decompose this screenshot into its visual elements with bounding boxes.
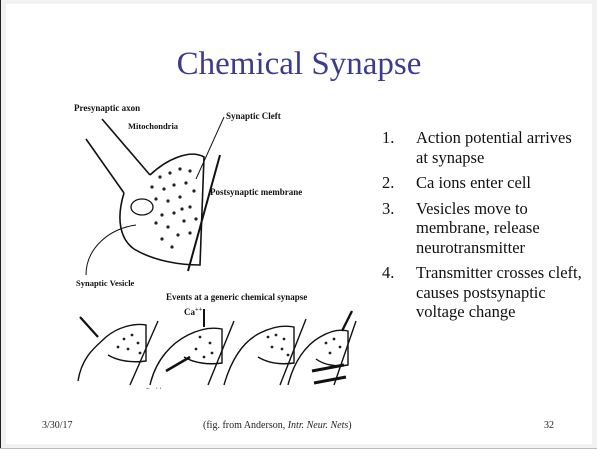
slide: Chemical Synapse	[6, 4, 592, 444]
step-number: 4.	[382, 263, 394, 283]
event-panel-4-arrow-c	[314, 377, 346, 383]
calcium-label-top: Ca++	[184, 306, 203, 317]
mitochondrion	[131, 199, 153, 215]
mitochondria-label: Mitochondria	[128, 121, 179, 131]
step-text: Vesicles move to membrane, release neuro…	[416, 199, 540, 257]
vesicle-pointer	[86, 225, 136, 275]
footer-credit: (fig. from Anderson, Intr. Neur. Nets)	[203, 420, 352, 431]
cleft-pointer	[196, 117, 224, 179]
synapse-figure: Presynaptic axon Synaptic Cleft Mitochon…	[72, 99, 357, 389]
vesicle-dots	[150, 167, 197, 248]
step-item: 3. Vesicles move to membrane, release neu…	[382, 199, 587, 258]
step-text: Ca ions enter cell	[416, 173, 531, 192]
step-number: 2.	[382, 173, 394, 193]
event-panels	[78, 309, 356, 385]
synapse-diagram: Presynaptic axon Synaptic Cleft Mitochon…	[72, 99, 357, 389]
step-item: 4. Transmitter crosses cleft, causes post…	[382, 263, 587, 322]
footer-date: 3/30/17	[42, 420, 73, 431]
axon-outline-bottom	[86, 139, 124, 193]
step-text: Transmitter crosses cleft, causes postsy…	[416, 263, 582, 321]
step-list: 1. Action potential arrives at synapse 2.…	[382, 128, 587, 328]
step-item: 2. Ca ions enter cell	[382, 173, 587, 193]
credit-suffix: )	[348, 420, 351, 431]
calcium-label-bottom: Ca++	[144, 386, 163, 389]
slide-title: Chemical Synapse	[6, 46, 592, 83]
synaptic-cleft-label: Synaptic Cleft	[226, 111, 281, 121]
event-panel-4-arrow-a	[342, 311, 352, 331]
event-panel-1-membrane	[130, 321, 158, 385]
step-number: 3.	[382, 199, 394, 219]
credit-italic: Intr. Neur. Nets	[288, 420, 349, 431]
postsynaptic-membrane-label: Postsynaptic membrane	[210, 187, 302, 197]
event-panel-1-arrow	[80, 317, 98, 337]
window-left-edge	[0, 0, 1, 449]
footer-page-number: 32	[544, 420, 554, 431]
presynaptic-axon-label: Presynaptic axon	[74, 103, 140, 113]
events-caption: Events at a generic chemical synapse	[166, 292, 307, 302]
step-text: Action potential arrives at synapse	[416, 128, 572, 167]
event-panel-2-arrow-in	[166, 357, 190, 371]
main-synapse-drawing	[86, 117, 224, 275]
synaptic-vesicle-label: Synaptic Vesicle	[76, 278, 135, 288]
step-item: 1. Action potential arrives at synapse	[382, 128, 587, 167]
credit-prefix: (fig. from Anderson,	[203, 420, 288, 431]
step-number: 1.	[382, 128, 394, 148]
